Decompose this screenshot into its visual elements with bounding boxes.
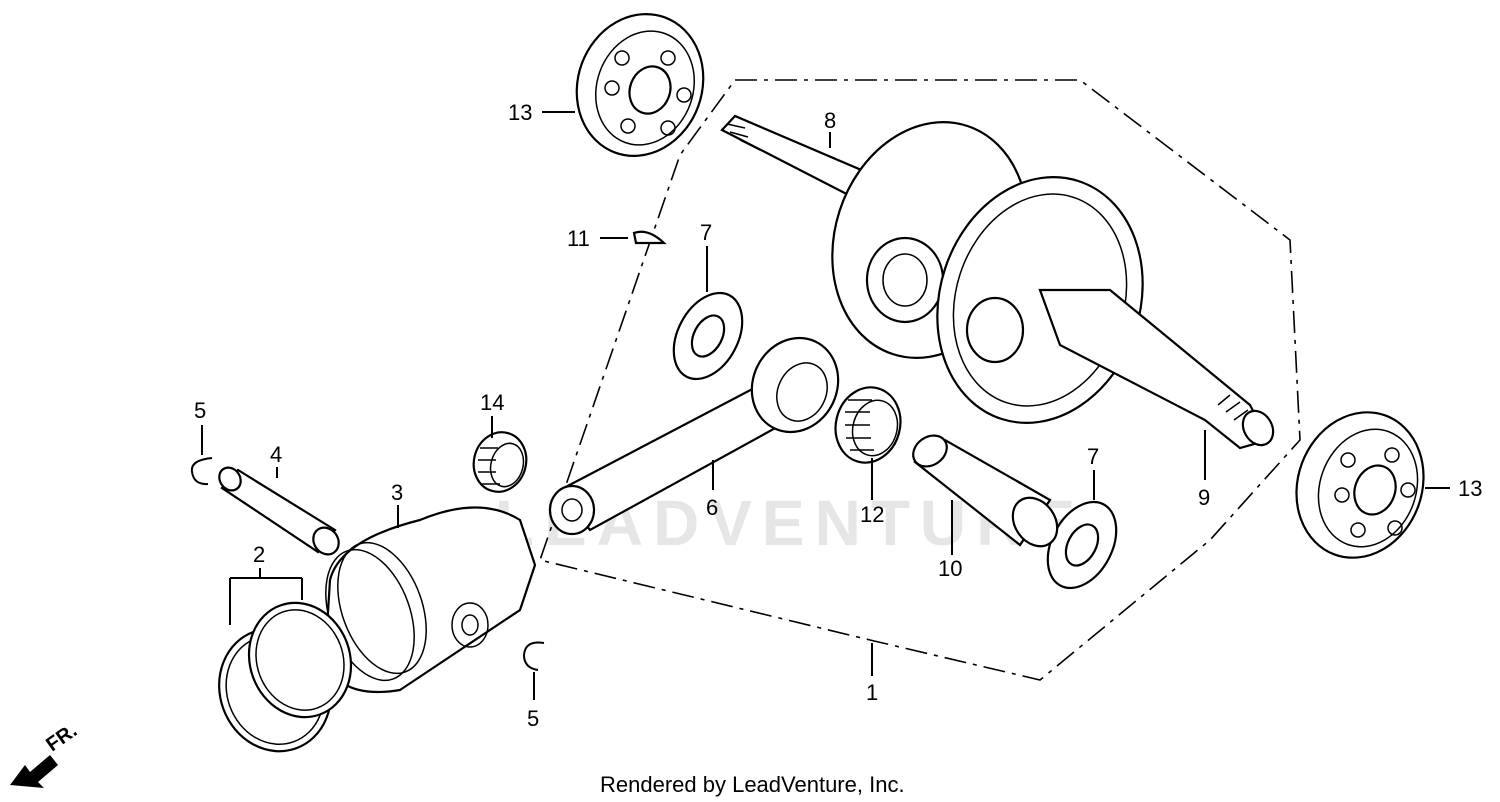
thrust-washer-7-upper (672, 291, 744, 381)
front-direction-arrow: FR. (10, 720, 81, 788)
piston-pin-4 (218, 466, 340, 556)
callout-12: 12 (860, 502, 884, 527)
callout-4: 4 (270, 442, 282, 467)
bearing-13-top (575, 12, 705, 158)
footer-credit: Rendered by LeadVenture, Inc. (600, 772, 905, 797)
callout-9: 9 (1198, 485, 1210, 510)
callout-6: 6 (706, 495, 718, 520)
needle-bearing-14 (472, 431, 528, 493)
woodruff-key-11 (632, 230, 667, 245)
bearing-13-right (1295, 411, 1425, 559)
direction-label: FR. (42, 720, 81, 757)
callout-10: 10 (938, 556, 962, 581)
leader-lines (201, 111, 1450, 700)
callout-1: 1 (866, 680, 878, 705)
callout-5-right: 5 (527, 706, 539, 731)
piston-rings-2 (218, 601, 353, 753)
callout-5-left: 5 (194, 398, 206, 423)
assembly-outline (538, 79, 1301, 681)
arrow-icon (10, 755, 58, 788)
thrust-washer-7-lower (1046, 500, 1118, 590)
callout-11: 11 (567, 226, 590, 251)
crankshaft (720, 114, 1275, 450)
callout-2: 2 (253, 542, 265, 567)
callout-13-top: 13 (508, 100, 532, 125)
callout-7-upper: 7 (700, 220, 712, 245)
callout-7-lower: 7 (1087, 444, 1099, 469)
piston-3 (323, 506, 537, 694)
connecting-rod-6 (548, 336, 840, 536)
callout-3: 3 (391, 480, 403, 505)
callout-13-right: 13 (1458, 476, 1482, 501)
callout-8: 8 (824, 108, 836, 133)
circlip-5-left (190, 457, 213, 486)
circlip-5-right (522, 641, 545, 671)
callout-14: 14 (480, 390, 504, 415)
needle-bearing-12 (834, 386, 902, 464)
crank-pin-10 (912, 434, 1059, 548)
